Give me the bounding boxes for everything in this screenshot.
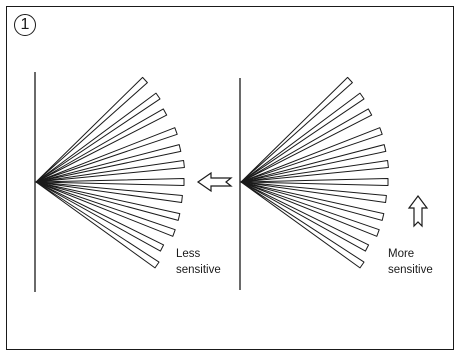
detection-zone-8 [240, 181, 387, 203]
detection-fan-right [240, 76, 389, 269]
detection-zone-3 [240, 108, 373, 183]
detection-zone-9 [35, 181, 181, 221]
detection-zone-4 [35, 127, 178, 183]
detection-zone-2 [35, 92, 161, 183]
up-arrow-icon [407, 195, 429, 228]
detection-zone-11 [35, 181, 165, 252]
detection-zone-1 [35, 76, 148, 183]
right-label-line2: sensitive [388, 264, 433, 276]
detection-zone-1 [240, 76, 353, 183]
left-arrow-icon [196, 171, 233, 193]
detection-zone-2 [240, 92, 365, 183]
right-label-line1: More [388, 248, 414, 260]
detection-zone-10 [240, 181, 380, 237]
detection-zone-11 [240, 181, 370, 252]
detection-zone-10 [35, 181, 176, 237]
left-label-line1: Less [176, 248, 201, 260]
detection-zone-7 [240, 178, 389, 186]
detection-zone-7 [35, 178, 185, 186]
detection-zone-5 [240, 144, 387, 183]
detection-zone-8 [35, 181, 183, 203]
detection-zone-4 [240, 127, 383, 183]
detection-zone-9 [240, 181, 385, 221]
detection-zone-12 [35, 181, 160, 269]
detection-zone-12 [240, 181, 365, 269]
detection-fan-left [35, 76, 185, 269]
detection-zone-3 [35, 108, 168, 183]
detection-zone-6 [35, 160, 185, 183]
left-label-line2: sensitive [176, 264, 221, 276]
detection-zone-6 [240, 160, 389, 183]
detection-zone-5 [35, 144, 182, 183]
step-number-badge: 1 [14, 14, 36, 36]
